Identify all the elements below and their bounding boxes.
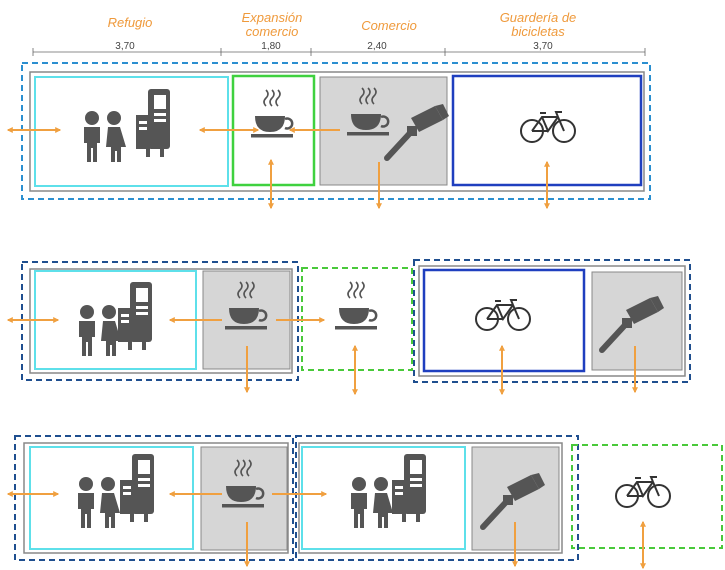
group-dashed-boundary [413,259,691,383]
coffee-cup-icon [333,280,379,331]
module-label-comercio: Comercio [361,18,417,33]
module-frame [298,442,563,554]
dimension-value-refugio: 3,70 [115,41,135,52]
double-arrow-icon [6,317,638,396]
dimension-value-expansion: 1,80 [261,41,281,52]
module-label-refugio: Refugio [107,15,153,30]
commerce-module [319,76,448,186]
dimension-value-guarderia: 3,70 [533,41,553,52]
group-dashed-boundary [14,435,294,561]
module-label-guarderia-bicicletas: Guardería de bicicletas [499,10,577,39]
dimension-value-comercio: 2,40 [367,41,387,52]
module-label-expansion-comercio: Expansión comercio [241,10,303,39]
bike-parking-module [422,268,586,373]
module-frame [418,265,686,377]
shelter-module [34,76,229,187]
group-dashed-boundary [295,435,579,561]
double-arrow-icon [6,127,550,210]
bicycle-icon [615,476,671,508]
module-frame [23,442,289,554]
dimension-line [32,48,646,56]
double-arrow-icon [6,491,646,570]
optional-expansion-dashed [571,444,723,549]
